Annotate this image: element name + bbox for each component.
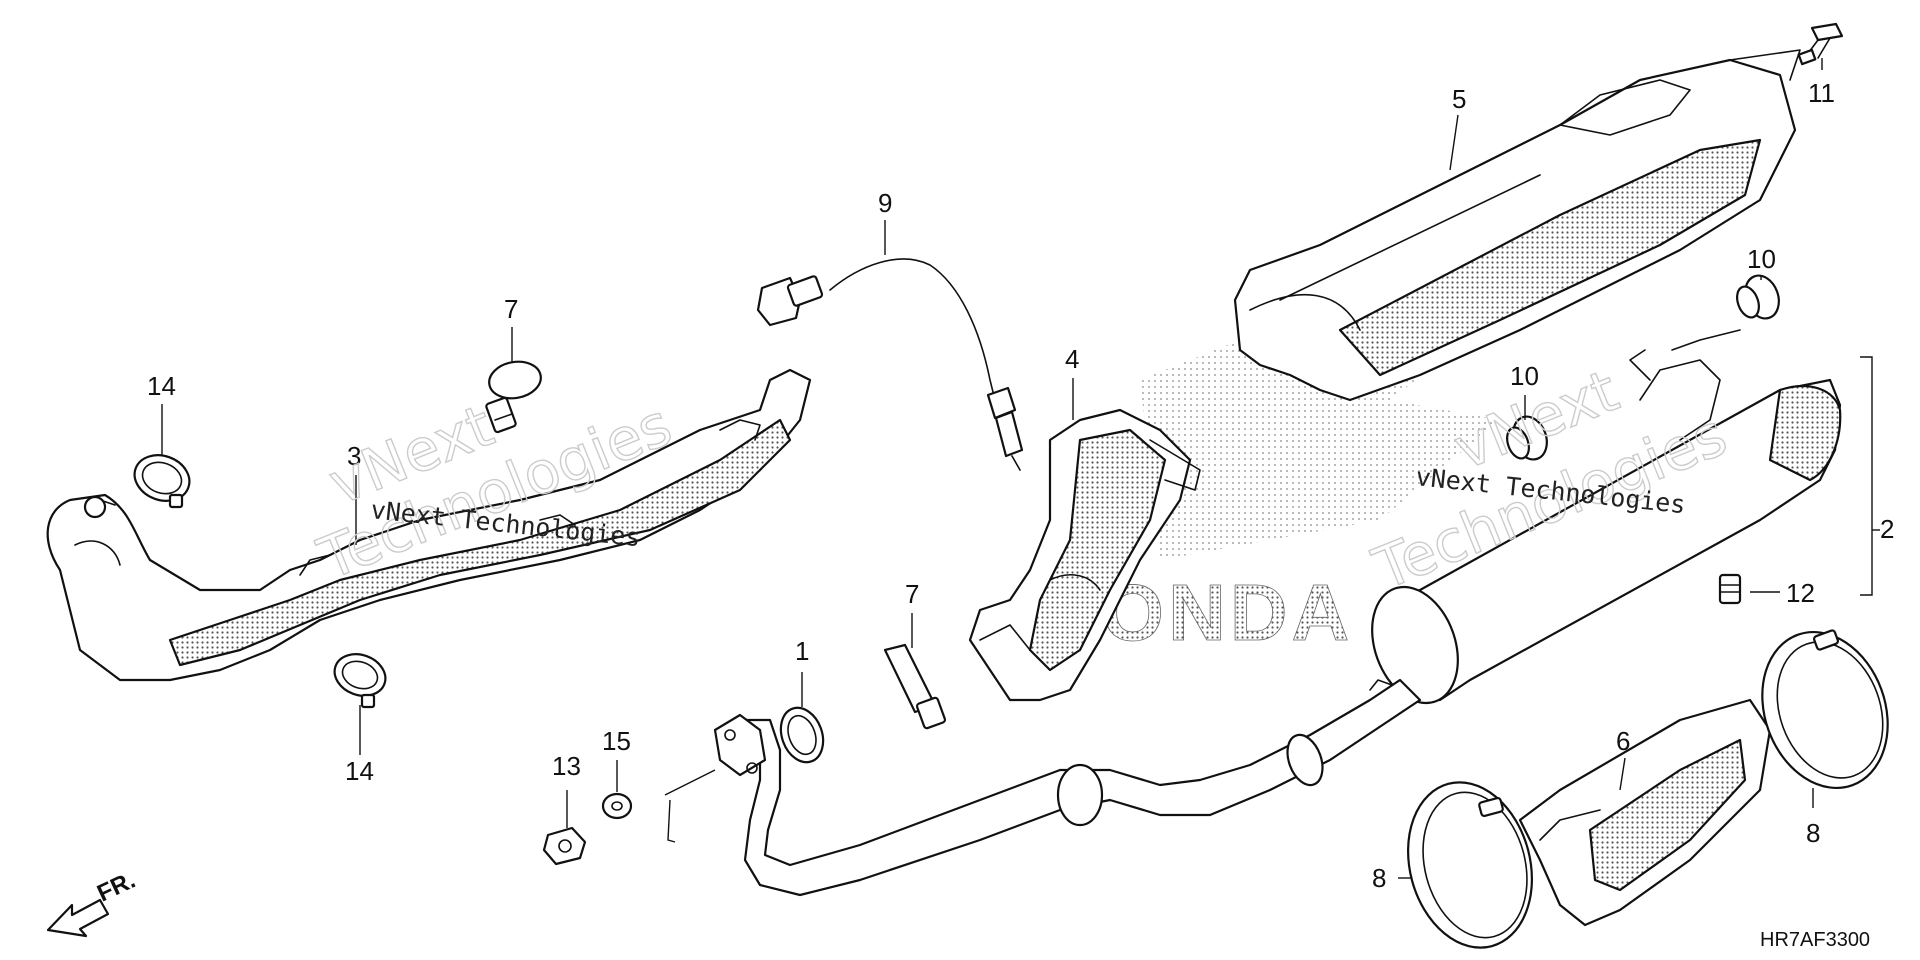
- callout-9: 9: [878, 188, 892, 218]
- callout-5: 5: [1452, 84, 1466, 114]
- callout-1: 1: [795, 636, 809, 666]
- part-4-pipe-protector: [968, 408, 1201, 702]
- part-7-band-lower: [883, 643, 947, 730]
- leader-lines: [161, 58, 1880, 879]
- callout-14-lower: 14: [345, 756, 374, 786]
- part-15-washer: [601, 792, 633, 820]
- part-5-muffler-protector: [1233, 49, 1801, 402]
- callout-7-upper: 7: [504, 294, 518, 324]
- callout-10-upper: 10: [1747, 244, 1776, 274]
- part-7-band-upper: [485, 360, 542, 434]
- part-14-clamp-upper: [133, 454, 191, 509]
- part-10-grommet-lower: [1506, 415, 1548, 461]
- callout-8-left: 8: [1372, 863, 1386, 893]
- callout-10-lower: 10: [1510, 361, 1539, 391]
- part-9-oxygen-sensor: [756, 258, 1024, 471]
- part-6-muffler-cover: [1518, 698, 1772, 927]
- part-14-clamp-lower: [333, 653, 387, 709]
- part-12-bolt: [1718, 573, 1742, 605]
- callout-15: 15: [602, 726, 631, 756]
- part-2-muffler: [1371, 329, 1842, 705]
- callout-8-right: 8: [1806, 818, 1820, 848]
- part-8-clamp-left: [1407, 781, 1533, 949]
- callout-3: 3: [347, 441, 361, 471]
- callout-14-upper: 14: [147, 371, 176, 401]
- callout-6: 6: [1616, 726, 1630, 756]
- callout-12: 12: [1786, 578, 1815, 608]
- callout-13: 13: [552, 751, 581, 781]
- front-arrow-icon: [46, 898, 110, 938]
- diagram-code: HR7AF3300: [1760, 929, 1870, 951]
- callout-11: 11: [1808, 78, 1835, 108]
- main-exhaust-pipe: [713, 678, 1422, 897]
- front-direction-indicator: FR.: [46, 867, 140, 938]
- callout-labels: 1 2 3 4 5 6 7 7 8 8 9 10 10 11 12 13 14 …: [147, 78, 1894, 893]
- callout-4: 4: [1065, 344, 1079, 374]
- part-8-clamp-right: [1761, 629, 1889, 790]
- part-1-gasket: [779, 706, 825, 764]
- callout-7-lower: 7: [905, 579, 919, 609]
- part-3-front-exhaust-pipe: [46, 368, 812, 682]
- part-10-grommet-upper: [1736, 274, 1780, 320]
- callout-2: 2: [1880, 514, 1894, 544]
- part-11-bolt: [1797, 22, 1844, 66]
- part-13-nut: [542, 826, 587, 866]
